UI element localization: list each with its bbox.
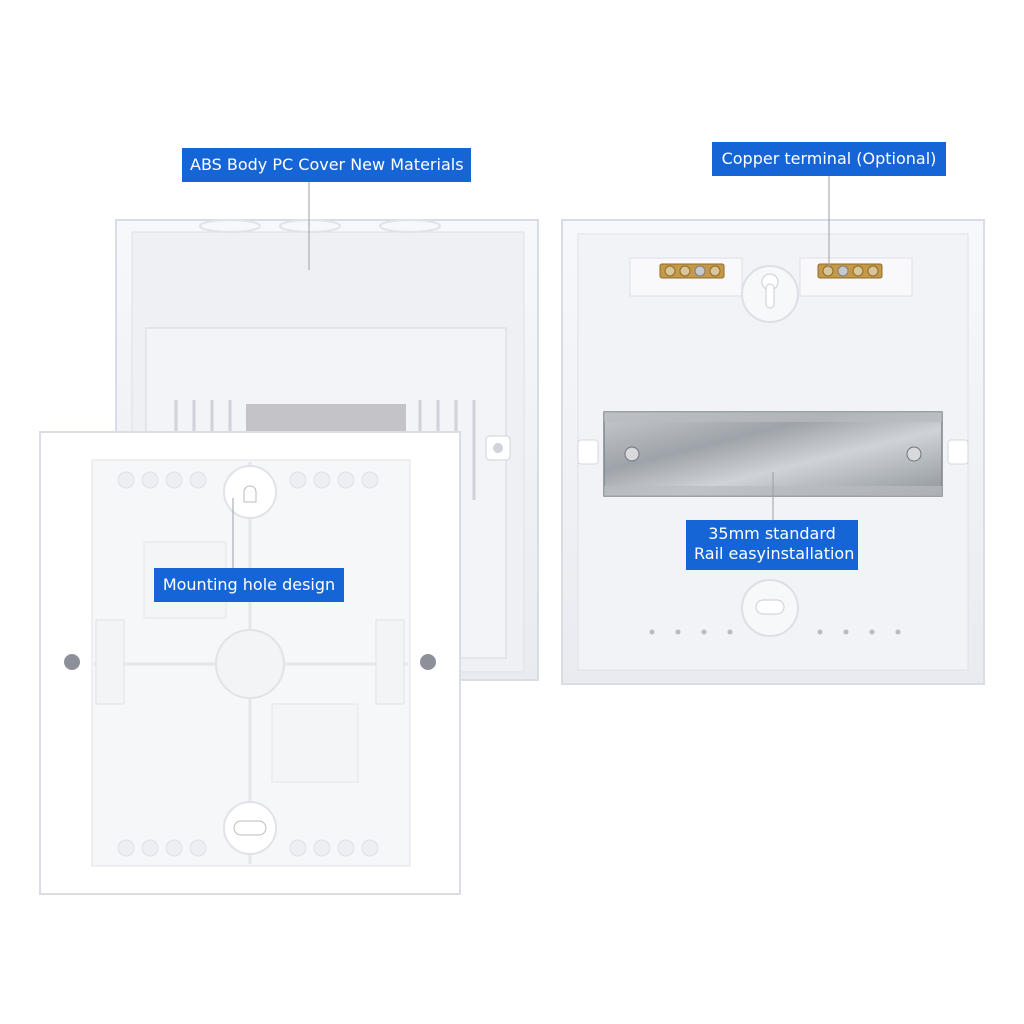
callout-copper-terminal-text: Copper terminal (Optional) <box>721 149 937 168</box>
copper-terminal-left <box>659 263 725 279</box>
callout-din-rail-line1: 35mm standard <box>708 524 836 543</box>
callout-leader-lines <box>232 176 830 568</box>
callout-abs-body-text: ABS Body PC Cover New Materials <box>190 155 464 174</box>
callout-copper-terminal-label: Copper terminal (Optional) <box>712 142 946 176</box>
callout-din-rail-label: 35mm standard Rail easyinstallation <box>686 520 858 570</box>
mounting-back-plate <box>39 431 461 895</box>
callout-mounting-hole-label: Mounting hole design <box>154 568 344 602</box>
copper-terminal-right <box>817 263 883 279</box>
callout-abs-body-label: ABS Body PC Cover New Materials <box>182 148 471 182</box>
callout-din-rail-line2: Rail easyinstallation <box>694 544 855 563</box>
callout-mounting-hole-text: Mounting hole design <box>162 575 336 594</box>
right-enclosure-box <box>561 219 985 685</box>
